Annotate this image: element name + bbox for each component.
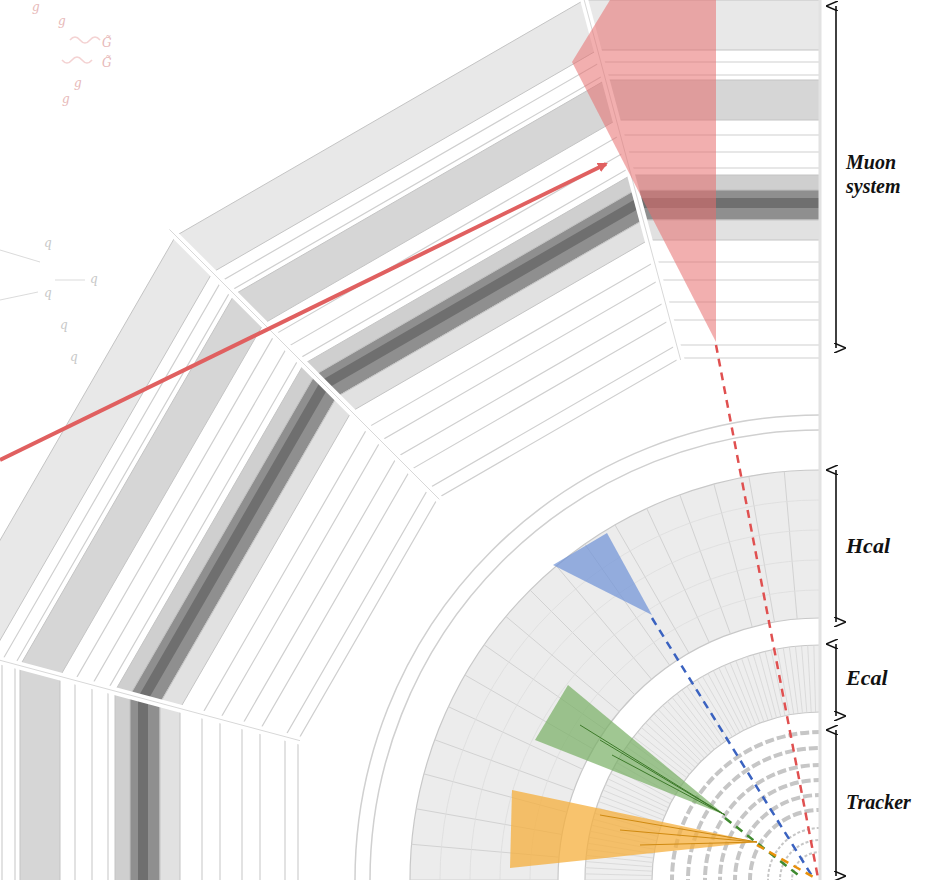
hcal-wedge — [530, 590, 635, 695]
particle-path — [757, 845, 815, 878]
detector-quadrant — [0, 0, 820, 880]
ecal-crystal — [663, 705, 708, 755]
axis-line — [819, 0, 822, 880]
ecal-crystal — [753, 655, 772, 719]
ecal-crystal — [658, 710, 704, 759]
yoke-band — [160, 220, 820, 880]
tracker-layer — [720, 780, 820, 880]
detector-part-label: Muon system — [846, 150, 946, 198]
muon-cone — [572, 0, 716, 342]
ecal-crystal — [759, 653, 776, 718]
wheel-gap — [0, 642, 300, 741]
solenoid — [370, 430, 820, 880]
ecal-crystal — [586, 862, 653, 867]
track — [580, 725, 725, 815]
solenoid — [355, 415, 820, 880]
wheel-gap — [169, 229, 439, 499]
hadron-cone — [553, 533, 652, 615]
watermark-symbol: q — [60, 318, 68, 332]
jet-cone — [510, 790, 757, 868]
ecal-crystal — [719, 668, 748, 728]
tracker-layer — [672, 732, 820, 880]
ecal-crystal — [789, 647, 798, 713]
watermark-symbol: q — [44, 236, 52, 250]
yoke-band — [130, 190, 820, 880]
detector-part-label: Hcal — [846, 534, 936, 558]
yoke-band — [0, 0, 820, 880]
feynman-watermark — [0, 37, 100, 300]
track — [600, 740, 725, 815]
ecal-crystal — [730, 663, 756, 725]
hcal-wedge — [784, 472, 797, 619]
ecal-crystal — [808, 645, 812, 712]
ecal-crystal — [814, 645, 816, 712]
watermark-symbol: q — [70, 350, 78, 364]
yoke-stripe — [138, 198, 820, 880]
hcal-layer — [470, 530, 820, 880]
ecal-crystal — [697, 680, 732, 737]
ecal-crystal — [802, 646, 807, 713]
wheel-gap — [0, 642, 300, 741]
watermark-symbol: q — [44, 286, 52, 300]
muon-arrow — [0, 164, 606, 460]
particle-path — [716, 345, 818, 878]
ecal-crystal — [585, 874, 652, 876]
hcal-layer — [500, 560, 820, 880]
ecal-crystal — [736, 661, 760, 724]
watermark-symbol: G̃ — [102, 56, 112, 70]
track — [600, 815, 757, 842]
hcal-layer — [440, 500, 820, 880]
ecal-crystal — [777, 649, 789, 715]
watermark-symbol: q — [90, 272, 98, 286]
watermark-symbol: g — [62, 92, 70, 106]
detector-part-label: Ecal — [846, 666, 936, 690]
ecal-crystal — [654, 714, 701, 761]
ecal-crystal — [650, 718, 699, 764]
ecal-crystal — [724, 665, 751, 726]
particle-path — [652, 618, 812, 876]
track — [612, 755, 725, 815]
hcal-ring — [410, 470, 820, 880]
track — [620, 830, 757, 842]
ecal-crystal — [747, 657, 768, 721]
watermark-symbol: g — [74, 76, 82, 90]
ecal-crystal — [585, 868, 652, 872]
watermark-symbol: g — [58, 14, 66, 28]
track — [640, 842, 757, 845]
tracker-layer — [688, 748, 820, 880]
detector-part-label: Tracker — [846, 790, 946, 814]
ecal-crystal — [672, 697, 714, 749]
electron-cone — [535, 685, 725, 815]
watermark-symbol: g — [32, 0, 40, 14]
wheel-gap — [169, 229, 439, 499]
tracker-layer — [735, 795, 820, 880]
particle-objects — [510, 0, 818, 878]
hcal-wedge — [749, 476, 775, 622]
ecal-crystal — [667, 701, 711, 752]
extent-brackets — [836, 6, 837, 876]
watermark-symbol: G̃ — [102, 36, 112, 50]
hcal-wedge — [680, 495, 731, 634]
